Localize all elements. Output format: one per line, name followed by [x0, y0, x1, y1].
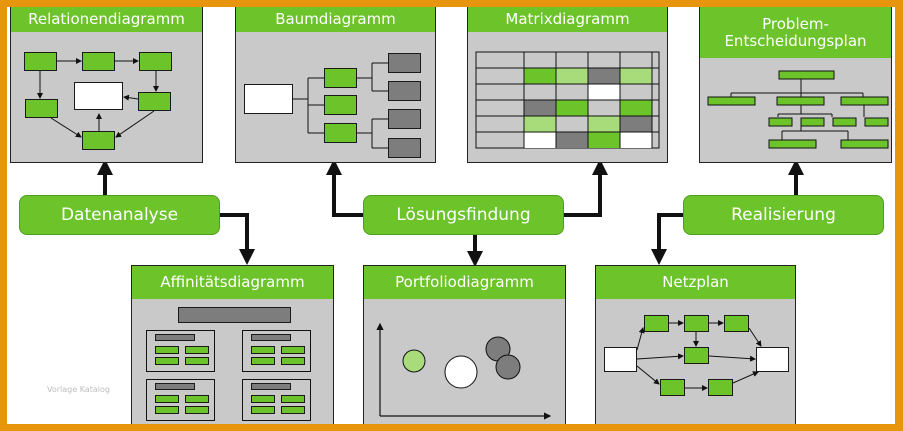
- affinity-card: [185, 395, 209, 403]
- baumdiagramm-title: Baumdiagramm: [236, 7, 435, 32]
- affinity-card: [185, 346, 209, 354]
- affinity-card: [251, 406, 275, 414]
- affinitaetsdiagramm-title: Affinitätsdiagramm: [132, 266, 333, 299]
- portfolio-plot: [376, 322, 552, 420]
- affinity-card: [155, 357, 179, 365]
- baum-branch-1: [324, 68, 357, 88]
- affinity-card: [185, 357, 209, 365]
- rel-node-center: [74, 82, 123, 110]
- diagram-canvas: Relationendiagramm Baumdiagramm: [7, 7, 895, 424]
- portfoliodiagramm-panel: Portfoliodiagramm: [363, 265, 566, 424]
- loesungsfindung-pill: Lösungsfindung: [363, 195, 564, 235]
- problem-title-line-2: Entscheidungsplan: [724, 31, 867, 50]
- netz-node-6: [708, 379, 733, 396]
- matrixdiagramm-panel: Matrixdiagramm: [467, 7, 668, 163]
- netz-connectors: [636, 320, 762, 391]
- matrixdiagramm-title: Matrixdiagramm: [468, 7, 667, 32]
- affinity-card: [251, 395, 275, 403]
- netz-node-2: [684, 315, 709, 332]
- connector-arrows: [97, 159, 804, 267]
- rel-connectors: [37, 58, 159, 138]
- baum-branch-3: [324, 123, 357, 143]
- watermark-text: Vorlage Katalog: [47, 385, 110, 394]
- affinity-card: [155, 346, 179, 354]
- rel-node-2: [82, 52, 115, 71]
- rel-node-6: [82, 131, 115, 150]
- rel-node-4: [25, 99, 58, 118]
- affinity-card: [281, 406, 305, 414]
- rel-node-1: [24, 52, 57, 71]
- arrow-loesung-baum: [326, 159, 363, 217]
- relationendiagramm-panel: Relationendiagramm: [10, 7, 203, 163]
- arrow-datenanalyse-down: [220, 213, 255, 265]
- affinity-header-bar: [178, 307, 291, 323]
- problem-entscheidungsplan-panel: Problem- Entscheidungsplan: [699, 7, 892, 163]
- matrix-grid: [475, 51, 660, 149]
- netzplan-panel: Netzplan: [595, 265, 796, 424]
- affinity-card: [155, 395, 179, 403]
- affinitaetsdiagramm-panel: Affinitätsdiagramm: [131, 265, 334, 424]
- netzplan-title: Netzplan: [596, 266, 795, 299]
- affinity-group-2: [242, 330, 311, 372]
- netz-node-1: [644, 315, 669, 332]
- affinity-group-3-label: [155, 383, 195, 390]
- portfoliodiagramm-title: Portfoliodiagramm: [364, 266, 565, 299]
- rel-node-3: [139, 52, 172, 71]
- netz-start-node: [604, 347, 637, 372]
- affinity-card: [155, 406, 179, 414]
- affinity-group-3: [146, 379, 215, 421]
- baum-connectors: [293, 62, 388, 149]
- datenanalyse-pill: Datenanalyse: [19, 195, 220, 235]
- baum-leaf-1: [388, 53, 421, 73]
- arrow-realisierung-down: [651, 213, 683, 265]
- rel-node-5: [138, 92, 171, 111]
- problem-entscheidungsplan-title: Problem- Entscheidungsplan: [700, 7, 891, 58]
- baumdiagramm-panel: Baumdiagramm: [235, 7, 436, 163]
- matrix-cells: [475, 51, 660, 149]
- portfolio-bubble-large-white: [444, 355, 478, 389]
- arrow-loesung-matrix: [564, 159, 608, 217]
- affinity-card: [281, 395, 305, 403]
- affinity-card: [251, 357, 275, 365]
- baum-leaf-4: [388, 138, 421, 158]
- baum-leaf-2: [388, 81, 421, 101]
- affinity-group-4: [242, 379, 311, 421]
- netz-node-4: [684, 347, 709, 364]
- netz-node-3: [724, 315, 749, 332]
- baum-branch-2: [324, 95, 357, 115]
- affinity-group-2-label: [251, 334, 291, 341]
- pdpc-tree: [707, 70, 889, 149]
- relationendiagramm-title: Relationendiagramm: [11, 7, 202, 32]
- baum-leaf-3: [388, 109, 421, 129]
- realisierung-pill: Realisierung: [683, 195, 884, 235]
- portfolio-bubble-dark-2: [495, 354, 521, 380]
- affinity-group-1: [146, 330, 215, 372]
- affinity-card: [251, 346, 275, 354]
- affinity-group-1-label: [155, 334, 195, 341]
- problem-title-line-1: Problem-: [762, 14, 829, 33]
- netz-node-5: [660, 379, 685, 396]
- affinity-group-4-label: [251, 383, 291, 390]
- netz-end-node: [756, 347, 789, 372]
- affinity-card: [281, 346, 305, 354]
- portfolio-bubble-small-hatched: [402, 349, 426, 373]
- affinity-card: [185, 406, 209, 414]
- affinity-card: [281, 357, 305, 365]
- baum-root: [244, 84, 293, 114]
